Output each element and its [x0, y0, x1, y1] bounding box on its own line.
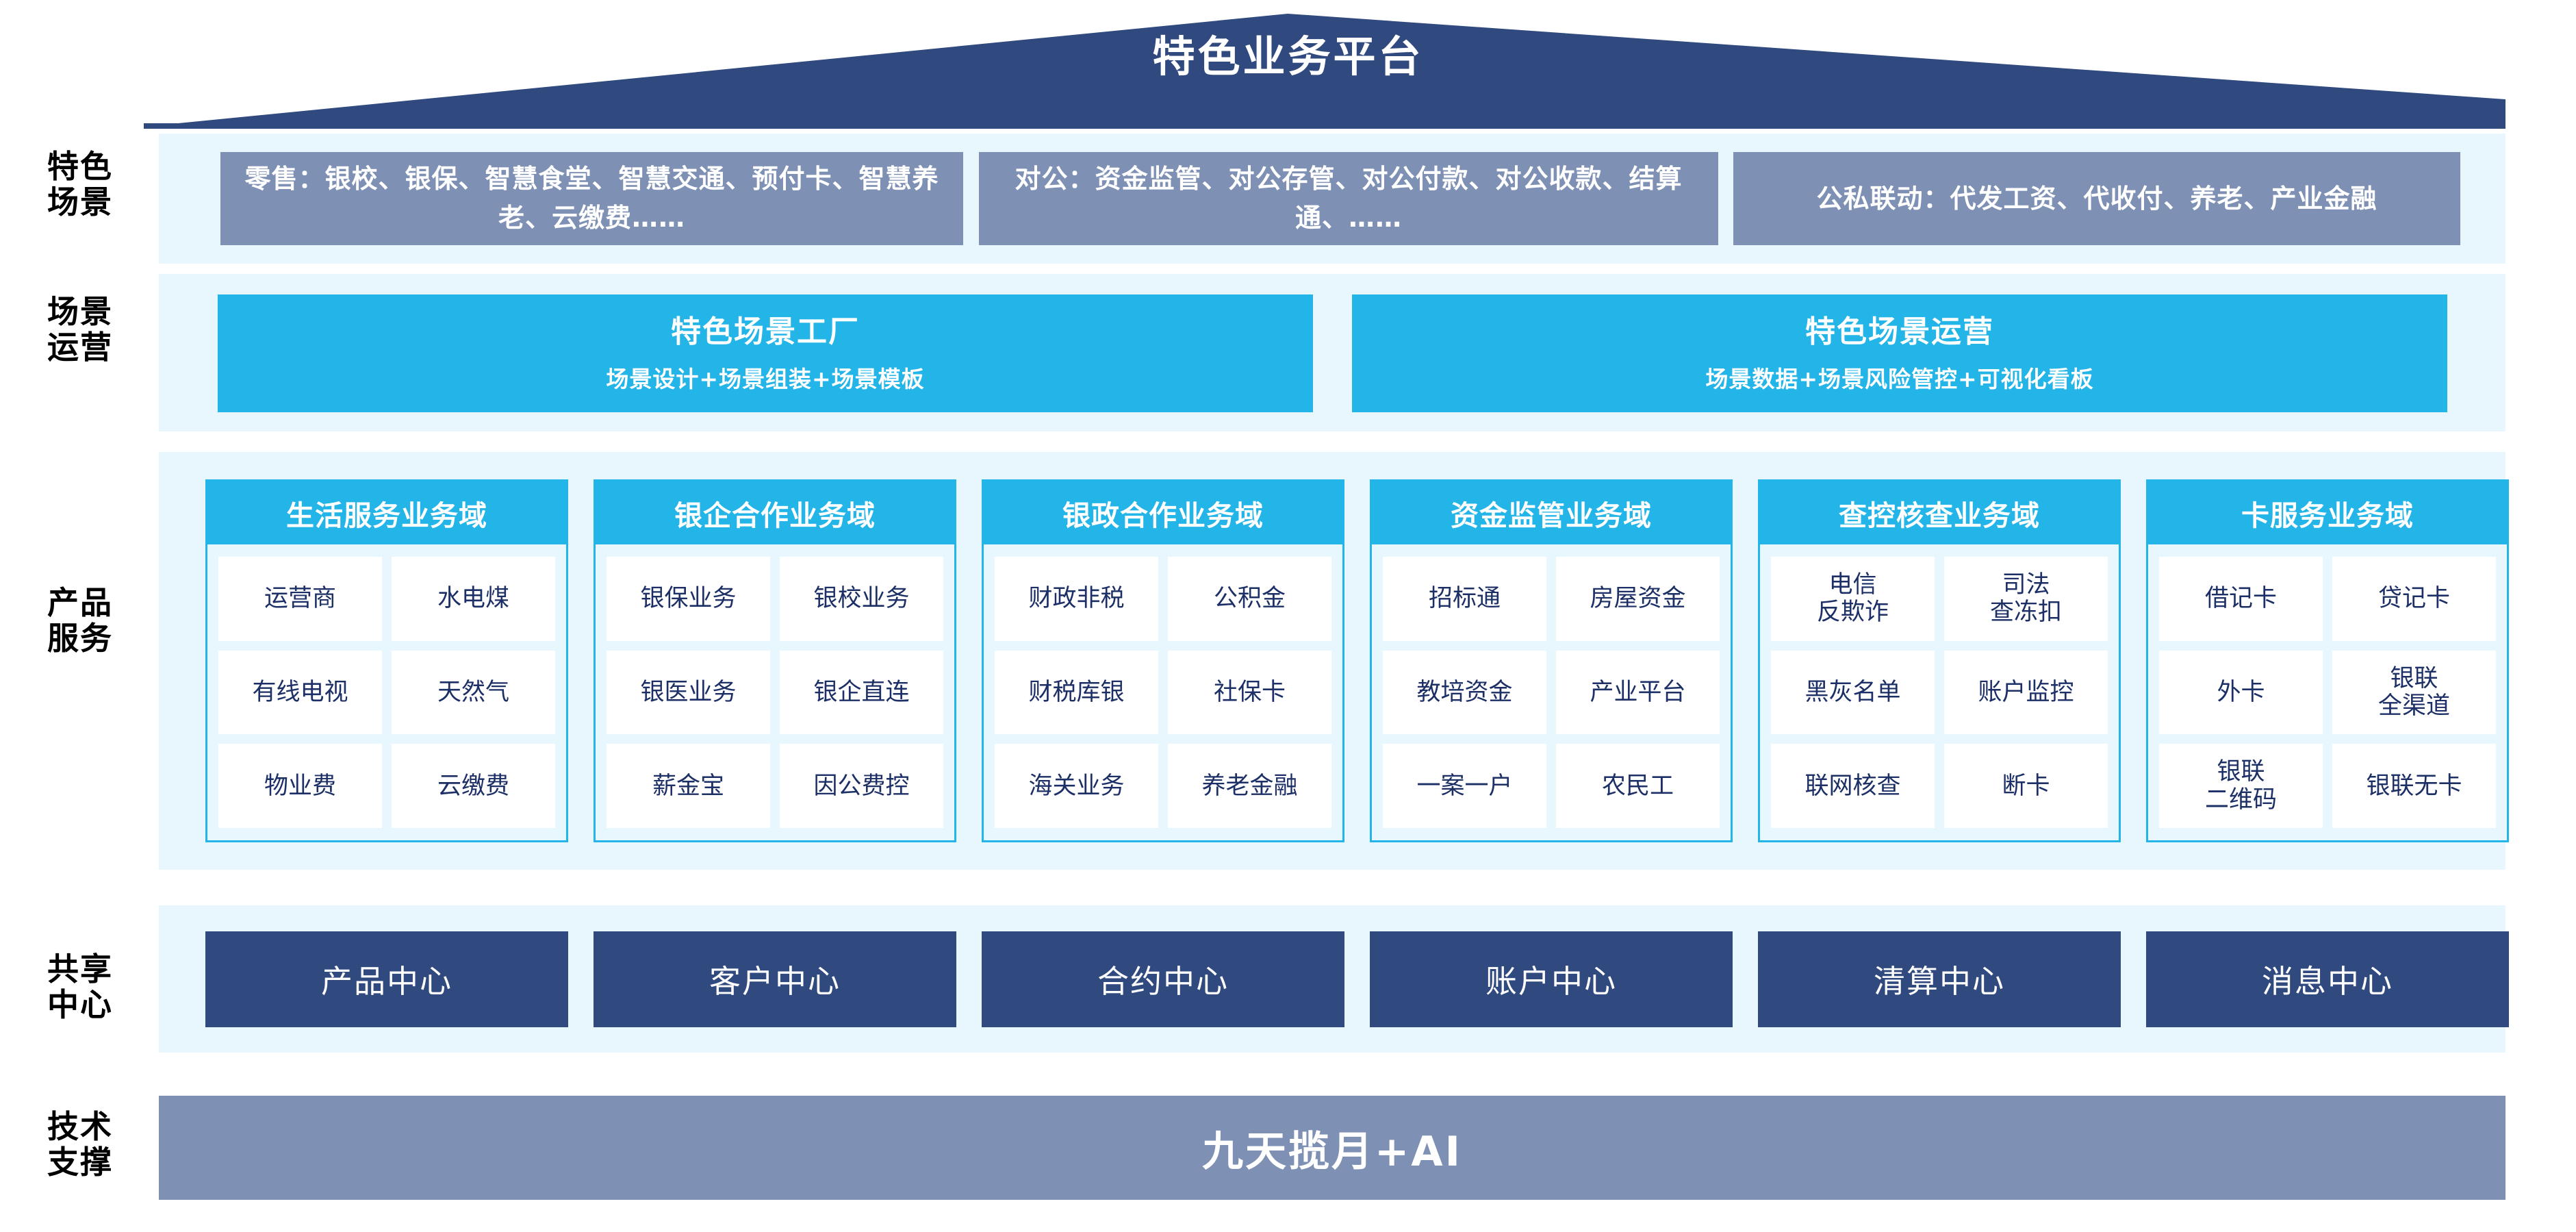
product-column-bank-government-grid: 财政非税 公积金 财税库银 社保卡 海关业务 养老金融	[984, 544, 1342, 840]
product-cell[interactable]: 银保业务	[607, 557, 770, 641]
product-column-card-service[interactable]: 卡服务业务域 借记卡 贷记卡 外卡 银联 全渠道 银联 二维码 银联无卡	[2146, 479, 2509, 842]
product-column-investigation-grid: 电信 反欺诈 司法 查冻扣 黑灰名单 账户监控 联网核查 断卡	[1760, 544, 2119, 840]
scene-box-retail[interactable]: 零售：银校、银保、智慧食堂、智慧交通、预付卡、智慧养老、云缴费……	[220, 152, 963, 245]
product-cell[interactable]: 一案一户	[1383, 744, 1546, 828]
product-cell[interactable]: 司法 查冻扣	[1944, 557, 2108, 641]
product-cell[interactable]: 教培资金	[1383, 650, 1546, 735]
product-column-investigation-title: 查控核查业务域	[1760, 481, 2119, 544]
tech-support-label: 九天揽月+AI	[1201, 1127, 1463, 1176]
product-cell[interactable]: 房屋资金	[1556, 557, 1720, 641]
product-column-fund-supervision-grid: 招标通 房屋资金 教培资金 产业平台 一案一户 农民工	[1372, 544, 1731, 840]
scene-box-corporate[interactable]: 对公：资金监管、对公存管、对公付款、对公收款、结算通、……	[979, 152, 1718, 245]
product-cell[interactable]: 断卡	[1944, 744, 2108, 828]
product-cell[interactable]: 账户监控	[1944, 650, 2108, 735]
shared-center-message-label: 消息中心	[2262, 963, 2393, 1000]
roof-shape	[144, 14, 2505, 129]
product-cell[interactable]: 黑灰名单	[1771, 650, 1935, 735]
product-cell[interactable]: 社保卡	[1168, 650, 1331, 735]
product-cell[interactable]: 外卡	[2159, 650, 2323, 735]
row-label-operation: 场景 运营	[47, 293, 113, 366]
row-label-shared: 共享 中心	[47, 951, 113, 1023]
shared-center-settlement[interactable]: 清算中心	[1758, 931, 2121, 1027]
product-cell[interactable]: 水电煤	[392, 557, 555, 641]
product-column-fund-supervision[interactable]: 资金监管业务域 招标通 房屋资金 教培资金 产业平台 一案一户 农民工	[1370, 479, 1733, 842]
product-column-bank-enterprise-grid: 银保业务 银校业务 银医业务 银企直连 薪金宝 因公费控	[596, 544, 954, 840]
row-label-tech: 技术 支撑	[47, 1108, 113, 1181]
operation-factory-subtitle: 场景设计+场景组装+场景模板	[606, 365, 925, 392]
product-cell[interactable]: 养老金融	[1168, 744, 1331, 828]
product-cell[interactable]: 银企直连	[780, 650, 943, 735]
shared-center-contract-label: 合约中心	[1097, 963, 1229, 1000]
shared-center-account-label: 账户中心	[1485, 963, 1617, 1000]
product-cell[interactable]: 银联无卡	[2332, 744, 2496, 828]
scene-box-linkage[interactable]: 公私联动：代发工资、代收付、养老、产业金融	[1733, 152, 2460, 245]
product-column-bank-enterprise[interactable]: 银企合作业务域 银保业务 银校业务 银医业务 银企直连 薪金宝 因公费控	[594, 479, 956, 842]
product-cell[interactable]: 物业费	[218, 744, 382, 828]
product-column-life-service-title: 生活服务业务域	[207, 481, 566, 544]
product-column-bank-enterprise-title: 银企合作业务域	[596, 481, 954, 544]
row-label-product: 产品 服务	[47, 584, 113, 657]
operation-box-operations[interactable]: 特色场景运营 场景数据+场景风险管控+可视化看板	[1352, 294, 2447, 412]
product-column-bank-government[interactable]: 银政合作业务域 财政非税 公积金 财税库银 社保卡 海关业务 养老金融	[982, 479, 1344, 842]
shared-center-customer[interactable]: 客户中心	[594, 931, 956, 1027]
scene-box-linkage-label: 公私联动：代发工资、代收付、养老、产业金融	[1816, 183, 2377, 214]
product-cell[interactable]: 联网核查	[1771, 744, 1935, 828]
product-cell[interactable]: 有线电视	[218, 650, 382, 735]
product-cell[interactable]: 银联 全渠道	[2332, 650, 2496, 735]
scene-box-retail-label: 零售：银校、银保、智慧食堂、智慧交通、预付卡、智慧养老、云缴费……	[244, 164, 939, 233]
product-cell[interactable]: 公积金	[1168, 557, 1331, 641]
product-cell[interactable]: 因公费控	[780, 744, 943, 828]
shared-center-account[interactable]: 账户中心	[1370, 931, 1733, 1027]
product-cell[interactable]: 借记卡	[2159, 557, 2323, 641]
product-cell[interactable]: 云缴费	[392, 744, 555, 828]
product-cell[interactable]: 薪金宝	[607, 744, 770, 828]
product-cell[interactable]: 电信 反欺诈	[1771, 557, 1935, 641]
tech-support-bar[interactable]: 九天揽月+AI	[159, 1096, 2505, 1200]
product-cell[interactable]: 海关业务	[995, 744, 1158, 828]
product-column-investigation[interactable]: 查控核查业务域 电信 反欺诈 司法 查冻扣 黑灰名单 账户监控 联网核查 断卡	[1758, 479, 2121, 842]
product-column-life-service-grid: 运营商 水电煤 有线电视 天然气 物业费 云缴费	[207, 544, 566, 840]
shared-center-contract[interactable]: 合约中心	[982, 931, 1344, 1027]
product-cell[interactable]: 产业平台	[1556, 650, 1720, 735]
shared-center-product-label: 产品中心	[321, 963, 452, 1000]
scene-box-corporate-label: 对公：资金监管、对公存管、对公付款、对公收款、结算通、……	[1015, 164, 1683, 233]
page-title: 特色业务平台	[1152, 32, 1424, 81]
row-label-scene: 特色 场景	[47, 148, 113, 221]
operation-box-factory[interactable]: 特色场景工厂 场景设计+场景组装+场景模板	[218, 294, 1313, 412]
operation-operations-subtitle: 场景数据+场景风险管控+可视化看板	[1705, 365, 2094, 392]
product-cell[interactable]: 贷记卡	[2332, 557, 2496, 641]
product-column-fund-supervision-title: 资金监管业务域	[1372, 481, 1731, 544]
shared-center-message[interactable]: 消息中心	[2146, 931, 2509, 1027]
product-cell[interactable]: 财政非税	[995, 557, 1158, 641]
product-cell[interactable]: 招标通	[1383, 557, 1546, 641]
shared-center-product[interactable]: 产品中心	[205, 931, 568, 1027]
product-column-card-service-grid: 借记卡 贷记卡 外卡 银联 全渠道 银联 二维码 银联无卡	[2148, 544, 2507, 840]
product-cell[interactable]: 银联 二维码	[2159, 744, 2323, 828]
roof-banner: 特色业务平台	[0, 0, 2576, 137]
product-column-bank-government-title: 银政合作业务域	[984, 481, 1342, 544]
product-column-life-service[interactable]: 生活服务业务域 运营商 水电煤 有线电视 天然气 物业费 云缴费	[205, 479, 568, 842]
product-column-card-service-title: 卡服务业务域	[2148, 481, 2507, 544]
product-cell[interactable]: 农民工	[1556, 744, 1720, 828]
operation-factory-title: 特色场景工厂	[671, 314, 860, 349]
product-cell[interactable]: 天然气	[392, 650, 555, 735]
product-cell[interactable]: 银校业务	[780, 557, 943, 641]
shared-center-settlement-label: 清算中心	[1874, 963, 2005, 1000]
product-cell[interactable]: 财税库银	[995, 650, 1158, 735]
product-cell[interactable]: 运营商	[218, 557, 382, 641]
shared-center-customer-label: 客户中心	[709, 963, 841, 1000]
operation-operations-title: 特色场景运营	[1805, 314, 1994, 349]
product-cell[interactable]: 银医业务	[607, 650, 770, 735]
